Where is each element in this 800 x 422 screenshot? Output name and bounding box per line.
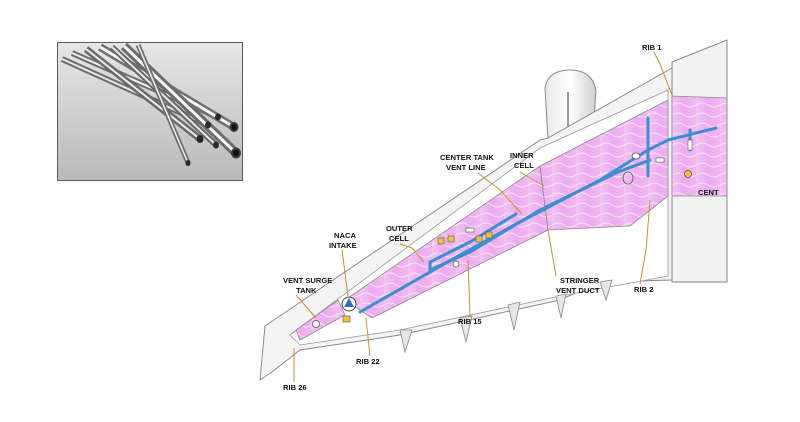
label-stringer-vent-duct-2: VENT DUCT [556, 286, 600, 295]
label-rib-2: RIB 2 [634, 285, 653, 294]
tubes-photo [57, 42, 243, 181]
tube-ends [185, 113, 241, 166]
surge-tank [295, 299, 346, 341]
label-rib-15: RIB 15 [458, 317, 482, 326]
tube-bundle [60, 43, 240, 164]
vent-lines [358, 116, 718, 314]
label-rib-26: RIB 26 [283, 383, 307, 392]
label-center-tank-cut: CENT [698, 188, 719, 197]
leader-lines [293, 51, 673, 382]
label-stringer-vent-duct-1: STRINGER [560, 276, 600, 285]
label-vent-surge-tank-2: TANK [296, 286, 317, 295]
tubes-image [58, 43, 242, 180]
label-outer-cell-2: CELL [389, 234, 409, 243]
label-vent-surge-tank-1: VENT SURGE [283, 276, 332, 285]
labels: RIB 1 CENTER TANK VENT LINE INNER CELL O… [283, 43, 719, 392]
label-rib-1: RIB 1 [642, 43, 662, 52]
label-center-tank-vent-line-2: VENT LINE [446, 163, 486, 172]
fuel-tanks [295, 95, 728, 341]
label-naca-intake-2: INTAKE [329, 241, 357, 250]
flap-fairings [399, 279, 613, 354]
label-inner-cell-1: INNER [510, 151, 534, 160]
stringer-vent-duct [428, 158, 652, 272]
label-inner-cell-2: CELL [514, 161, 534, 170]
label-center-tank-vent-line-1: CENTER TANK [440, 153, 494, 162]
vent-components [312, 139, 693, 328]
label-naca-intake-1: NACA [334, 231, 356, 240]
label-outer-cell-1: OUTER [386, 224, 413, 233]
center-tank-part [671, 95, 728, 197]
label-rib-22: RIB 22 [356, 357, 380, 366]
